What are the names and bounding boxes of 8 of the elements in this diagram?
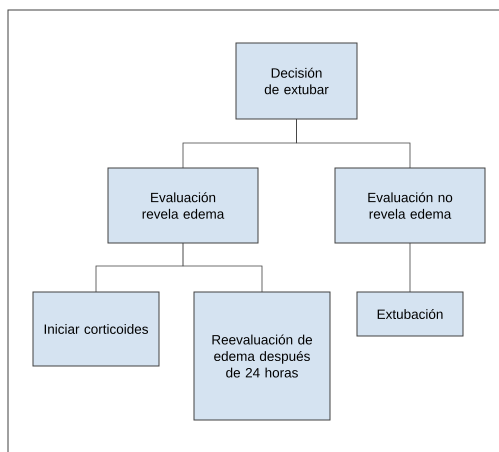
connector-line: [296, 119, 410, 168]
process-box: Evaluación revela edema: [108, 168, 258, 244]
process-box: Decisión de extubar: [236, 42, 358, 120]
process-box: Reevaluación de edema después de 24 horas: [194, 292, 330, 420]
process-box: Iniciar corticoides: [32, 292, 160, 366]
process-box: Extubación: [356, 292, 464, 336]
process-box: Evaluación no revela edema: [334, 168, 486, 244]
connector-line: [182, 243, 262, 292]
